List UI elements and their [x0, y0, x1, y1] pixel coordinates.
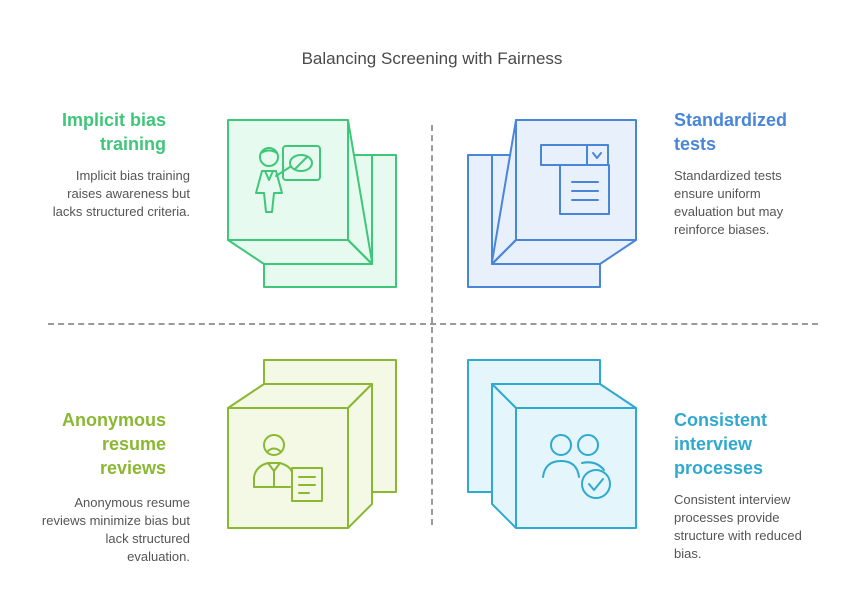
interviewers-check-icon [542, 434, 611, 499]
vertical-divider [431, 125, 433, 525]
block-anonymous-resume-reviews [227, 359, 397, 529]
heading-consistent-interview-processes: Consistent interview processes [674, 410, 768, 478]
description-implicit-bias-training: Implicit bias training raises awareness … [52, 168, 190, 219]
teacher-presentation-icon [255, 145, 321, 213]
diagram-title: Balancing Screening with Fairness [301, 49, 563, 68]
block-standardized-tests [467, 119, 637, 288]
horizontal-divider [48, 323, 818, 325]
block-consistent-interview-processes [467, 359, 637, 529]
heading-standardized-tests: Standardized tests [674, 110, 788, 154]
description-standardized-tests: Standardized tests ensure uniform evalua… [674, 168, 784, 237]
description-anonymous-resume-reviews: Anonymous resume reviews minimize bias b… [41, 495, 190, 564]
block-implicit-bias-training [227, 119, 397, 288]
anonymous-resume-icon [253, 434, 323, 502]
heading-implicit-bias-training: Implicit bias training [61, 110, 166, 154]
test-form-icon [540, 144, 610, 215]
heading-anonymous-resume-reviews: Anonymous resume reviews [61, 410, 166, 478]
description-consistent-interview-processes: Consistent interview processes provide s… [674, 492, 802, 561]
